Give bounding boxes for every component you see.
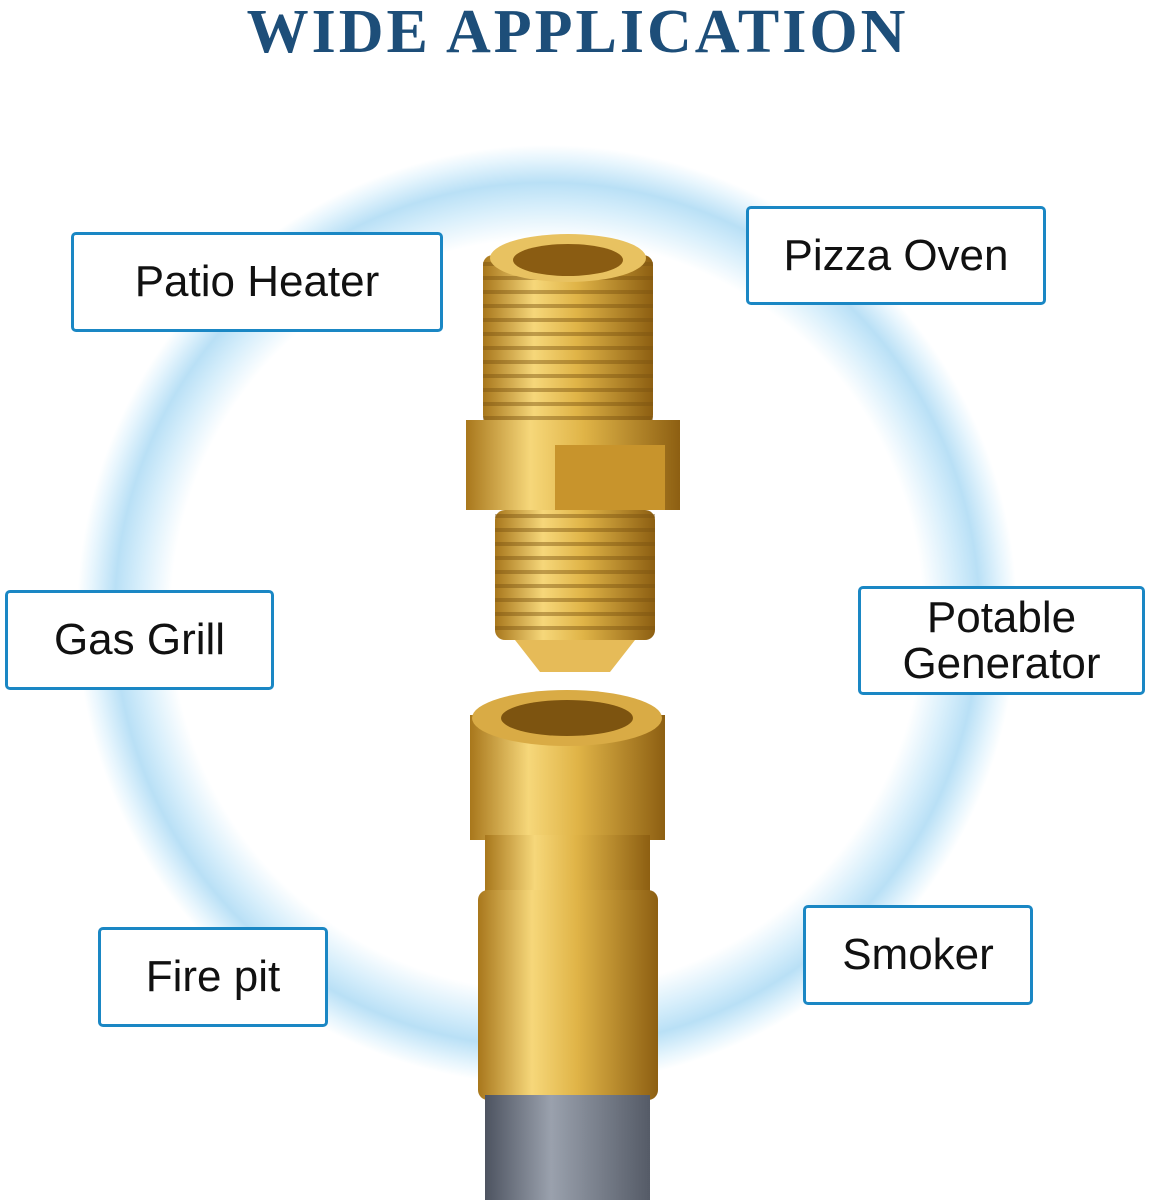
label-gas-grill: Gas Grill xyxy=(5,590,274,690)
label-pizza-oven: Pizza Oven xyxy=(746,206,1046,305)
label-smoker: Smoker xyxy=(803,905,1033,1005)
brass-fitting-female-icon xyxy=(470,690,665,1100)
label-patio-heater: Patio Heater xyxy=(71,232,443,332)
gas-hose xyxy=(485,1095,650,1200)
label-potable-generator: Potable Generator xyxy=(858,586,1145,695)
page-title: WIDE APPLICATION xyxy=(246,0,909,66)
label-fire-pit: Fire pit xyxy=(98,927,328,1027)
brass-fitting-male-icon xyxy=(466,234,680,672)
